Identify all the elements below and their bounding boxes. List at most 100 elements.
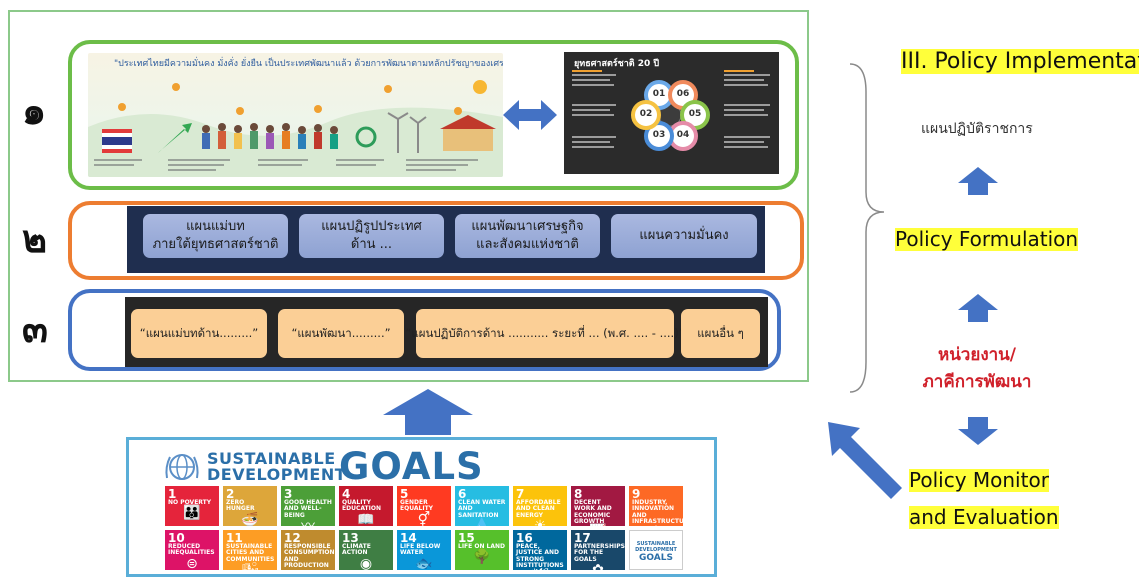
sdg-tile-number: 5 — [400, 487, 409, 501]
sdg-logo-text: GOALS — [639, 553, 673, 563]
up-arrow-icon — [958, 294, 998, 322]
sdg-goal-icon: 〰 — [301, 517, 315, 526]
sdg-tile-number: 16 — [516, 531, 533, 545]
sdg-tile-label: RESPONSIBLE CONSUMPTION AND PRODUCTION — [284, 543, 335, 569]
sdg-tile-number: 7 — [516, 487, 525, 501]
diagonal-arrow-icon — [828, 422, 902, 499]
level3-numeral: ๓ — [22, 306, 48, 351]
sdg-tile-number: 15 — [458, 531, 475, 545]
development-plan-box: “แผนพัฒนา.........” — [278, 309, 404, 358]
sdg-tile-number: 9 — [632, 487, 641, 501]
master-plan-area-box: “แผนแม่บทด้าน.........” — [131, 309, 267, 358]
sdg-goal-icon: 👪 — [183, 505, 201, 522]
policy-implementation-label: III. Policy Implementation — [901, 49, 1139, 75]
sdg-goal-icon: ⊜ — [186, 555, 198, 570]
sdg-tile-label: GOOD HEALTH AND WELL-BEING — [284, 499, 332, 519]
sdg-goal-icon: 🕊 — [516, 568, 564, 570]
sdg-tile-label: LIFE BELOW WATER — [400, 543, 441, 557]
sdg-tile-label: DECENT WORK AND ECONOMIC GROWTH — [574, 499, 612, 525]
sdg-tile-label: NO POVERTY — [168, 499, 212, 506]
un-emblem-icon — [165, 454, 199, 480]
strategy-number-01: 01 — [652, 89, 666, 99]
up-arrow-icon — [958, 167, 998, 195]
sdg-tile-label: QUALITY EDUCATION — [342, 499, 381, 513]
sdg-goal-icon: ⚥ — [417, 511, 431, 526]
vision-infographic: "ประเทศไทยมีความมั่นคง มั่งคั่ง ยั่งยืน … — [88, 53, 503, 177]
sdg-title-line1: SUSTAINABLE — [207, 449, 336, 468]
right-brace — [849, 63, 885, 393]
strategy-number-02: 02 — [639, 109, 653, 119]
sdg-goal-icon: ∞ — [284, 568, 332, 570]
strategy-number-03: 03 — [652, 130, 666, 140]
reform-plan-box: แผนปฏิรูปประเทศ ด้าน ... — [299, 214, 444, 258]
level1-box — [68, 40, 799, 190]
sdg-logo-text: SUSTAINABLE — [636, 541, 676, 547]
policy-monitor-label-line1: Policy Monitor — [909, 468, 1049, 492]
sdg-goal-icon: 📖 — [357, 511, 375, 526]
sdg-tile-label: PARTNERSHIPS FOR THE GOALS — [574, 543, 625, 563]
agency-label-line1: หน่วยงาน/ — [937, 345, 1016, 365]
sdg-tile-number: 13 — [342, 531, 359, 545]
level2-box — [68, 201, 804, 280]
sdg-goal-icon: 🐟 — [415, 555, 433, 570]
sdg-tile-label: CLEAN WATER AND SANITATION — [458, 499, 506, 519]
sdg-tile-label: GENDER EQUALITY — [400, 499, 434, 513]
government-action-plan-label: แผนปฏิบัติราชการ — [921, 121, 1033, 137]
down-arrow-icon — [958, 417, 998, 445]
action-plan-box: “แผนปฏิบัติการด้าน ........... ระยะที่ .… — [405, 309, 685, 358]
vision-text: "ประเทศไทยมีความมั่นคง มั่งคั่ง ยั่งยืน … — [114, 59, 503, 69]
sdg-goal-icon: 📈 — [574, 524, 622, 526]
sdg-tile-label: ZERO HUNGER — [226, 499, 255, 513]
sdg-tile-label: LIFE ON LAND — [458, 543, 506, 550]
up-arrow-icon — [383, 389, 473, 435]
level3-box — [68, 289, 781, 371]
sdg-tile-label: AFFORDABLE AND CLEAN ENERGY — [516, 499, 561, 519]
other-plans-box: แผนอื่น ๆ — [681, 309, 760, 358]
strategy-number-04: 04 — [676, 130, 690, 140]
sdg-logo-text: DEVELOPMENT — [635, 547, 677, 553]
sdg-goal-icon: 🏙 — [241, 561, 259, 570]
strategy-number-05: 05 — [688, 109, 702, 119]
sdg-tile-number: 6 — [458, 487, 467, 501]
sdg-tile-number: 1 — [168, 487, 177, 501]
sdg-tile-number: 3 — [284, 487, 293, 501]
sdg-tile-number: 12 — [284, 531, 301, 545]
security-plan-box: แผนความมั่นคง — [611, 214, 757, 258]
double-headed-arrow-icon — [503, 100, 557, 130]
sdg-tile-label: INDUSTRY, INNOVATION AND INFRASTRUCTURE — [632, 499, 683, 525]
sdg-tile-label: CLIMATE ACTION — [342, 543, 371, 557]
sdg-tile-number: 10 — [168, 531, 185, 545]
sdg-tile-label: SUSTAINABLE CITIES AND COMMUNITIES — [226, 543, 275, 563]
sdg-goal-icon: 🌳 — [473, 549, 491, 566]
sdg-goals-word: GOALS — [339, 445, 484, 488]
sdg-goal-icon: 💧 — [473, 517, 491, 526]
policy-formulation-label: Policy Formulation — [895, 227, 1079, 251]
sdg-goal-icon: ⬢ — [632, 524, 680, 526]
sdg-tile-number: 17 — [574, 531, 591, 545]
sdg-goal-icon: ☀ — [533, 517, 547, 526]
economic-social-plan-box: แผนพัฒนาเศรษฐกิจ และสังคมแห่งชาติ — [455, 214, 600, 258]
sdg-title-line2: DEVELOPMENT — [207, 465, 347, 484]
strategy-title: ยุทธศาสตร์ชาติ 20 ปี — [574, 59, 660, 69]
sdg-tile-number: 4 — [342, 487, 351, 501]
agency-label-line2: ภาคีการพัฒนา — [922, 372, 1032, 392]
sdg-goal-icon: ◉ — [359, 555, 373, 570]
sdg-tile-number: 11 — [226, 531, 243, 545]
strategy-ring-diagram — [572, 70, 770, 151]
